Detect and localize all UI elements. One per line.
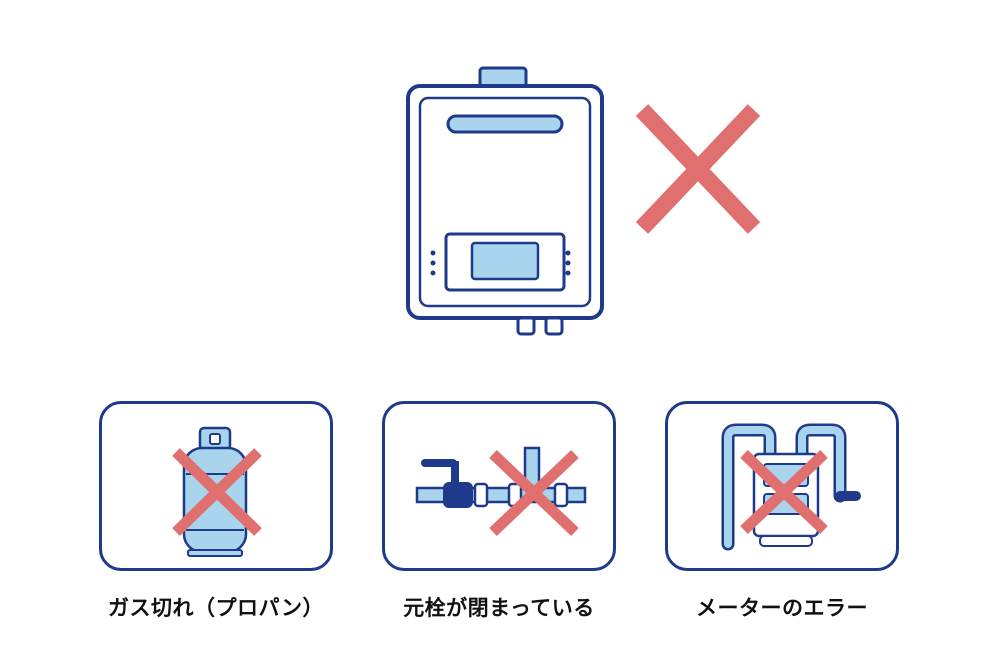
caption-meter: メーターのエラー bbox=[696, 596, 868, 620]
gas-meter-icon bbox=[721, 423, 861, 551]
card-valve bbox=[382, 401, 616, 571]
propane-tank-icon bbox=[172, 426, 262, 557]
caption-propane: ガス切れ（プロパン） bbox=[107, 596, 325, 620]
water-heater-icon bbox=[400, 60, 610, 345]
card-meter bbox=[665, 401, 899, 571]
caption-valve: 元栓が閉まっている bbox=[403, 596, 595, 620]
card-propane bbox=[99, 401, 333, 571]
cross-icon bbox=[628, 100, 768, 240]
gas-valve-icon bbox=[415, 446, 587, 536]
